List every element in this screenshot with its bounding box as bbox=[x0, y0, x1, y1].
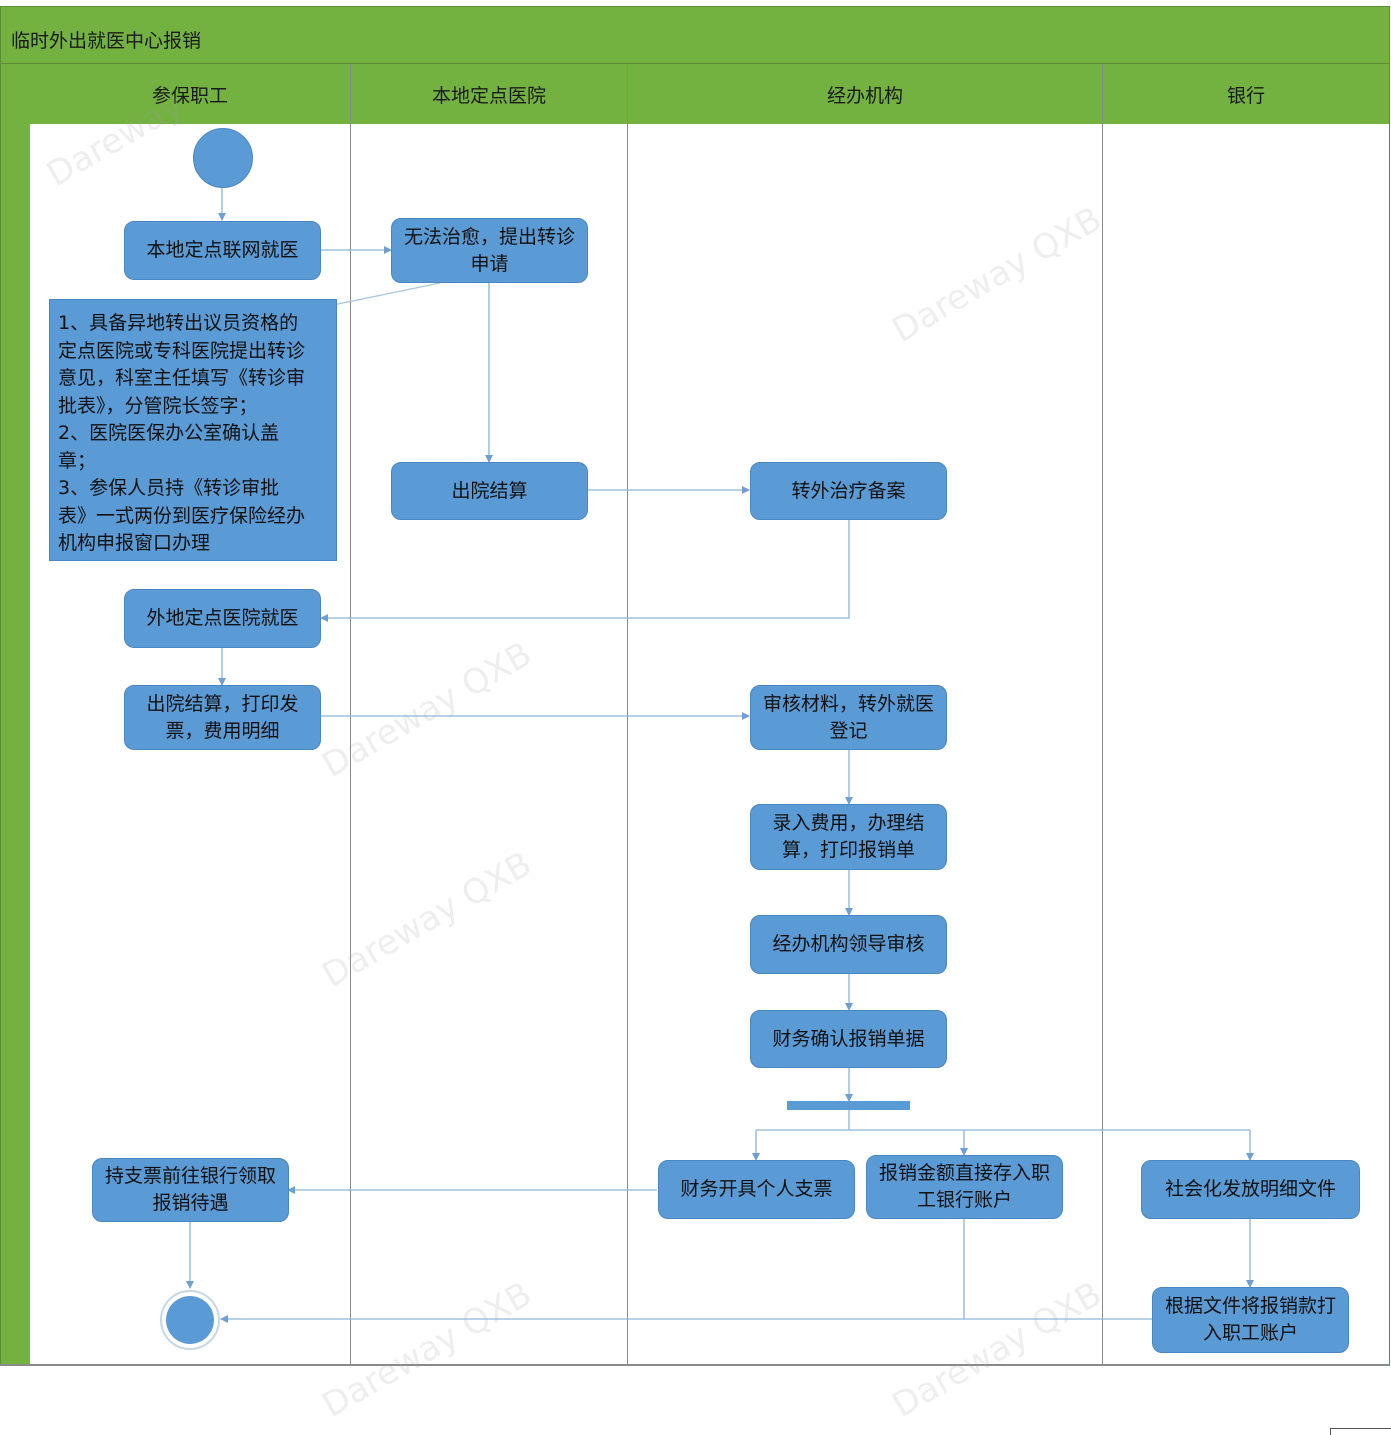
note-line: 批表》，分管院长签字； bbox=[58, 394, 258, 417]
fork-bar bbox=[787, 1101, 910, 1110]
note-line: 机构申报窗口办理 bbox=[58, 532, 211, 554]
lane-header-bank: 银行 bbox=[1103, 64, 1390, 124]
lane-divider bbox=[1389, 64, 1390, 1366]
node-discharge-settle[interactable]: 出院结算 bbox=[391, 462, 588, 520]
note-line: 表》一式两份到医疗保险经办 bbox=[58, 504, 306, 527]
note-line: 2、医院医保办公室确认盖 bbox=[58, 422, 280, 444]
node-personal-check[interactable]: 财务开具个人支票 bbox=[658, 1160, 855, 1219]
node-enter-costs[interactable]: 录入费用，办理结算，打印报销单 bbox=[750, 804, 947, 870]
note-line: 定点医院或专科医院提出转诊 bbox=[58, 339, 306, 362]
node-remote-visit[interactable]: 外地定点医院就医 bbox=[124, 589, 321, 648]
node-bank-collect[interactable]: 持支票前往银行领取报销待遇 bbox=[92, 1158, 289, 1222]
node-leader-review[interactable]: 经办机构领导审核 bbox=[750, 915, 947, 974]
lane-divider bbox=[350, 64, 351, 1366]
node-cannot-cure[interactable]: 无法治愈，提出转诊申请 bbox=[391, 218, 588, 283]
page-corner-mark bbox=[1330, 1428, 1391, 1435]
node-transfer-record[interactable]: 转外治疗备案 bbox=[750, 462, 947, 520]
pool-side-band bbox=[0, 64, 30, 1366]
note-line: 意见，科室主任填写《转诊审 bbox=[58, 367, 306, 389]
node-transfer-funds[interactable]: 根据文件将报销款打入职工账户 bbox=[1152, 1287, 1349, 1353]
pool-header: 临时外出就医中心报销 bbox=[0, 6, 1390, 64]
note-transfer-requirements: 1、具备异地转出议员资格的 定点医院或专科医院提出转诊 意见，科室主任填写《转诊… bbox=[49, 299, 337, 561]
pool-title: 临时外出就医中心报销 bbox=[11, 30, 202, 52]
lane-header-agency: 经办机构 bbox=[628, 64, 1103, 124]
node-local-visit[interactable]: 本地定点联网就医 bbox=[124, 221, 321, 280]
start-node bbox=[193, 128, 253, 188]
note-line: 章； bbox=[58, 449, 97, 472]
lane-divider bbox=[1102, 64, 1103, 1366]
node-social-file[interactable]: 社会化发放明细文件 bbox=[1141, 1160, 1360, 1219]
pool-bottom-border bbox=[0, 1364, 1390, 1366]
node-review-register[interactable]: 审核材料，转外就医登记 bbox=[750, 685, 947, 750]
node-discharge-invoice[interactable]: 出院结算，打印发票，费用明细 bbox=[124, 685, 321, 750]
note-line: 3、参保人员持《转诊审批 bbox=[58, 477, 280, 499]
end-node-core bbox=[166, 1296, 214, 1344]
note-line: 1、具备异地转出议员资格的 bbox=[58, 312, 299, 334]
node-finance-confirm[interactable]: 财务确认报销单据 bbox=[750, 1010, 947, 1068]
lane-divider bbox=[627, 64, 628, 1366]
node-deposit-account[interactable]: 报销金额直接存入职工银行账户 bbox=[866, 1155, 1063, 1219]
